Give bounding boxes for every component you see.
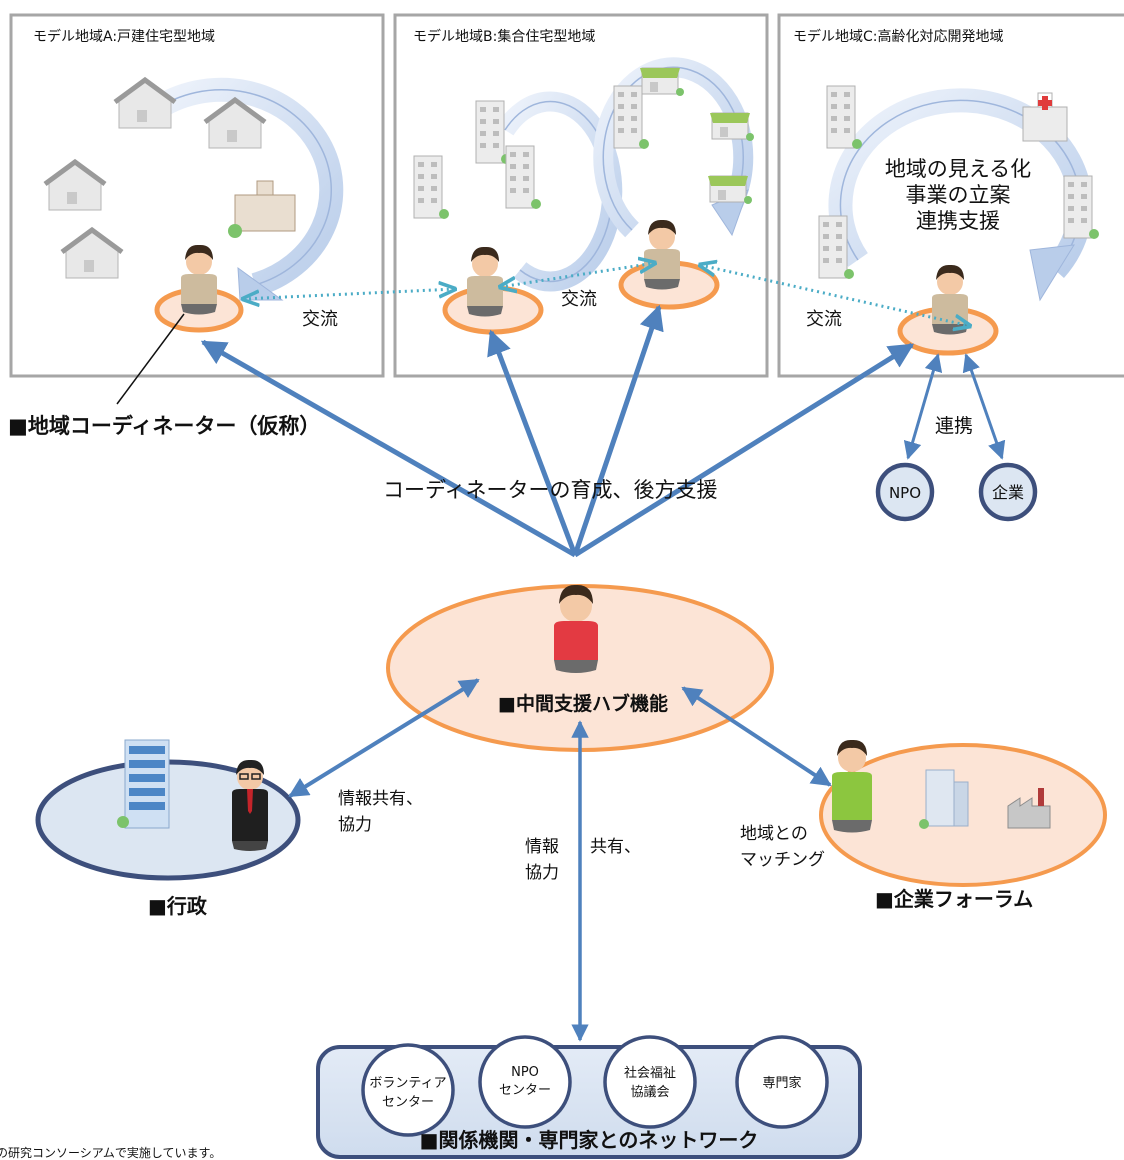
forum-label: ■企業フォーラム [875, 887, 1033, 911]
hub-person-icon [554, 584, 598, 673]
footnote: の研究コンソーシアムで実施しています。 [0, 1145, 221, 1160]
network-box: ボランティア センター NPO センター 社会福祉 協議会 専門家 ■関係機関・… [316, 1035, 862, 1159]
school-icon [228, 180, 296, 238]
forum-person-icon [832, 739, 872, 833]
region-c-role-1: 地域の見える化 [885, 157, 1031, 181]
network-label: ■関係機関・専門家とのネットワーク [420, 1128, 759, 1152]
region-b-panel: モデル地域B:集合住宅型地域 [393, 13, 769, 378]
government-label: ■行政 [148, 894, 208, 918]
region-c-role-3: 連携支援 [916, 209, 1000, 233]
coordinator-c-person-icon [932, 264, 968, 335]
office-building-icon [117, 739, 170, 829]
hub: ■中間支援ハブ機能 [386, 584, 774, 752]
partner-npo: NPO [875, 462, 935, 522]
cooperation-arrow-company [962, 353, 1006, 460]
region-c-title: モデル地域C:高齢化対応開発地域 [793, 28, 1004, 45]
forum-office-icon [919, 769, 969, 829]
exchange-label-b: 交流 [561, 289, 597, 310]
shop-icon [709, 112, 755, 142]
coordinator-b1-person-icon [467, 246, 503, 317]
exchange-label-ab: 交流 [302, 309, 338, 330]
government-link-line-2: 協力 [338, 815, 372, 835]
network-link-word-2: 協力 [525, 863, 559, 883]
network-link-word-1a: 情報 [525, 837, 559, 857]
hub-label: ■中間支援ハブ機能 [498, 692, 668, 715]
network-member-4-line-1: 専門家 [762, 1075, 801, 1091]
network-member-3-line-1: 社会福祉 [624, 1065, 676, 1081]
cycle-arrowhead-c [1029, 244, 1075, 302]
training-label: コーディネーターの育成、後方支援 [383, 478, 718, 502]
government-link-line-1: 情報共有、 [338, 789, 423, 809]
forum-link-arrow [681, 686, 832, 787]
network-member-npo-center: NPO センター [478, 1035, 572, 1129]
training-arrows [200, 304, 915, 558]
region-b-title: モデル地域B:集合住宅型地域 [413, 28, 595, 45]
region-c-role-2: 事業の立案 [906, 183, 1011, 207]
coordinator-label: ■地域コーディネーター（仮称） [8, 414, 320, 438]
partner-company: 企業 [978, 462, 1038, 522]
network-member-social-welfare-council: 社会福祉 協議会 [603, 1035, 697, 1129]
shop-icon [639, 67, 685, 97]
company-forum [819, 739, 1107, 887]
partner-npo-label: NPO [889, 484, 921, 502]
partner-company-label: 企業 [992, 483, 1024, 502]
region-a-panel: モデル地域A:戸建住宅型地域 [9, 13, 385, 378]
government-link-arrow [288, 678, 480, 798]
shop-icon [707, 175, 753, 205]
cooperation-label: 連携 [935, 415, 973, 437]
network-member-1-line-2: センター [382, 1095, 434, 1110]
factory-icon [1007, 788, 1051, 829]
government [35, 739, 301, 881]
network-member-2-line-2: センター [499, 1083, 551, 1098]
exchange-arrows [243, 263, 970, 326]
cooperation-arrow-npo [903, 353, 943, 460]
network-member-specialist: 専門家 [735, 1035, 829, 1129]
network-member-3-line-2: 協議会 [630, 1085, 669, 1100]
region-a-title: モデル地域A:戸建住宅型地域 [33, 28, 215, 45]
official-person-icon [232, 759, 268, 851]
coordinator-a-person-icon [181, 244, 217, 315]
hospital-icon [1022, 92, 1068, 142]
network-member-2-line-1: NPO [511, 1065, 539, 1080]
coordinator-leader-line [116, 313, 185, 405]
exchange-label-c: 交流 [806, 309, 842, 330]
network-member-volunteer-center: ボランティア センター [361, 1043, 455, 1137]
forum-link-line-2: マッチング [740, 850, 825, 870]
network-link-word-1b: 共有、 [590, 837, 641, 857]
coordinator-b2-person-icon [644, 219, 680, 290]
network-member-1-line-1: ボランティア [369, 1076, 446, 1091]
forum-link-line-1: 地域との [740, 824, 808, 844]
